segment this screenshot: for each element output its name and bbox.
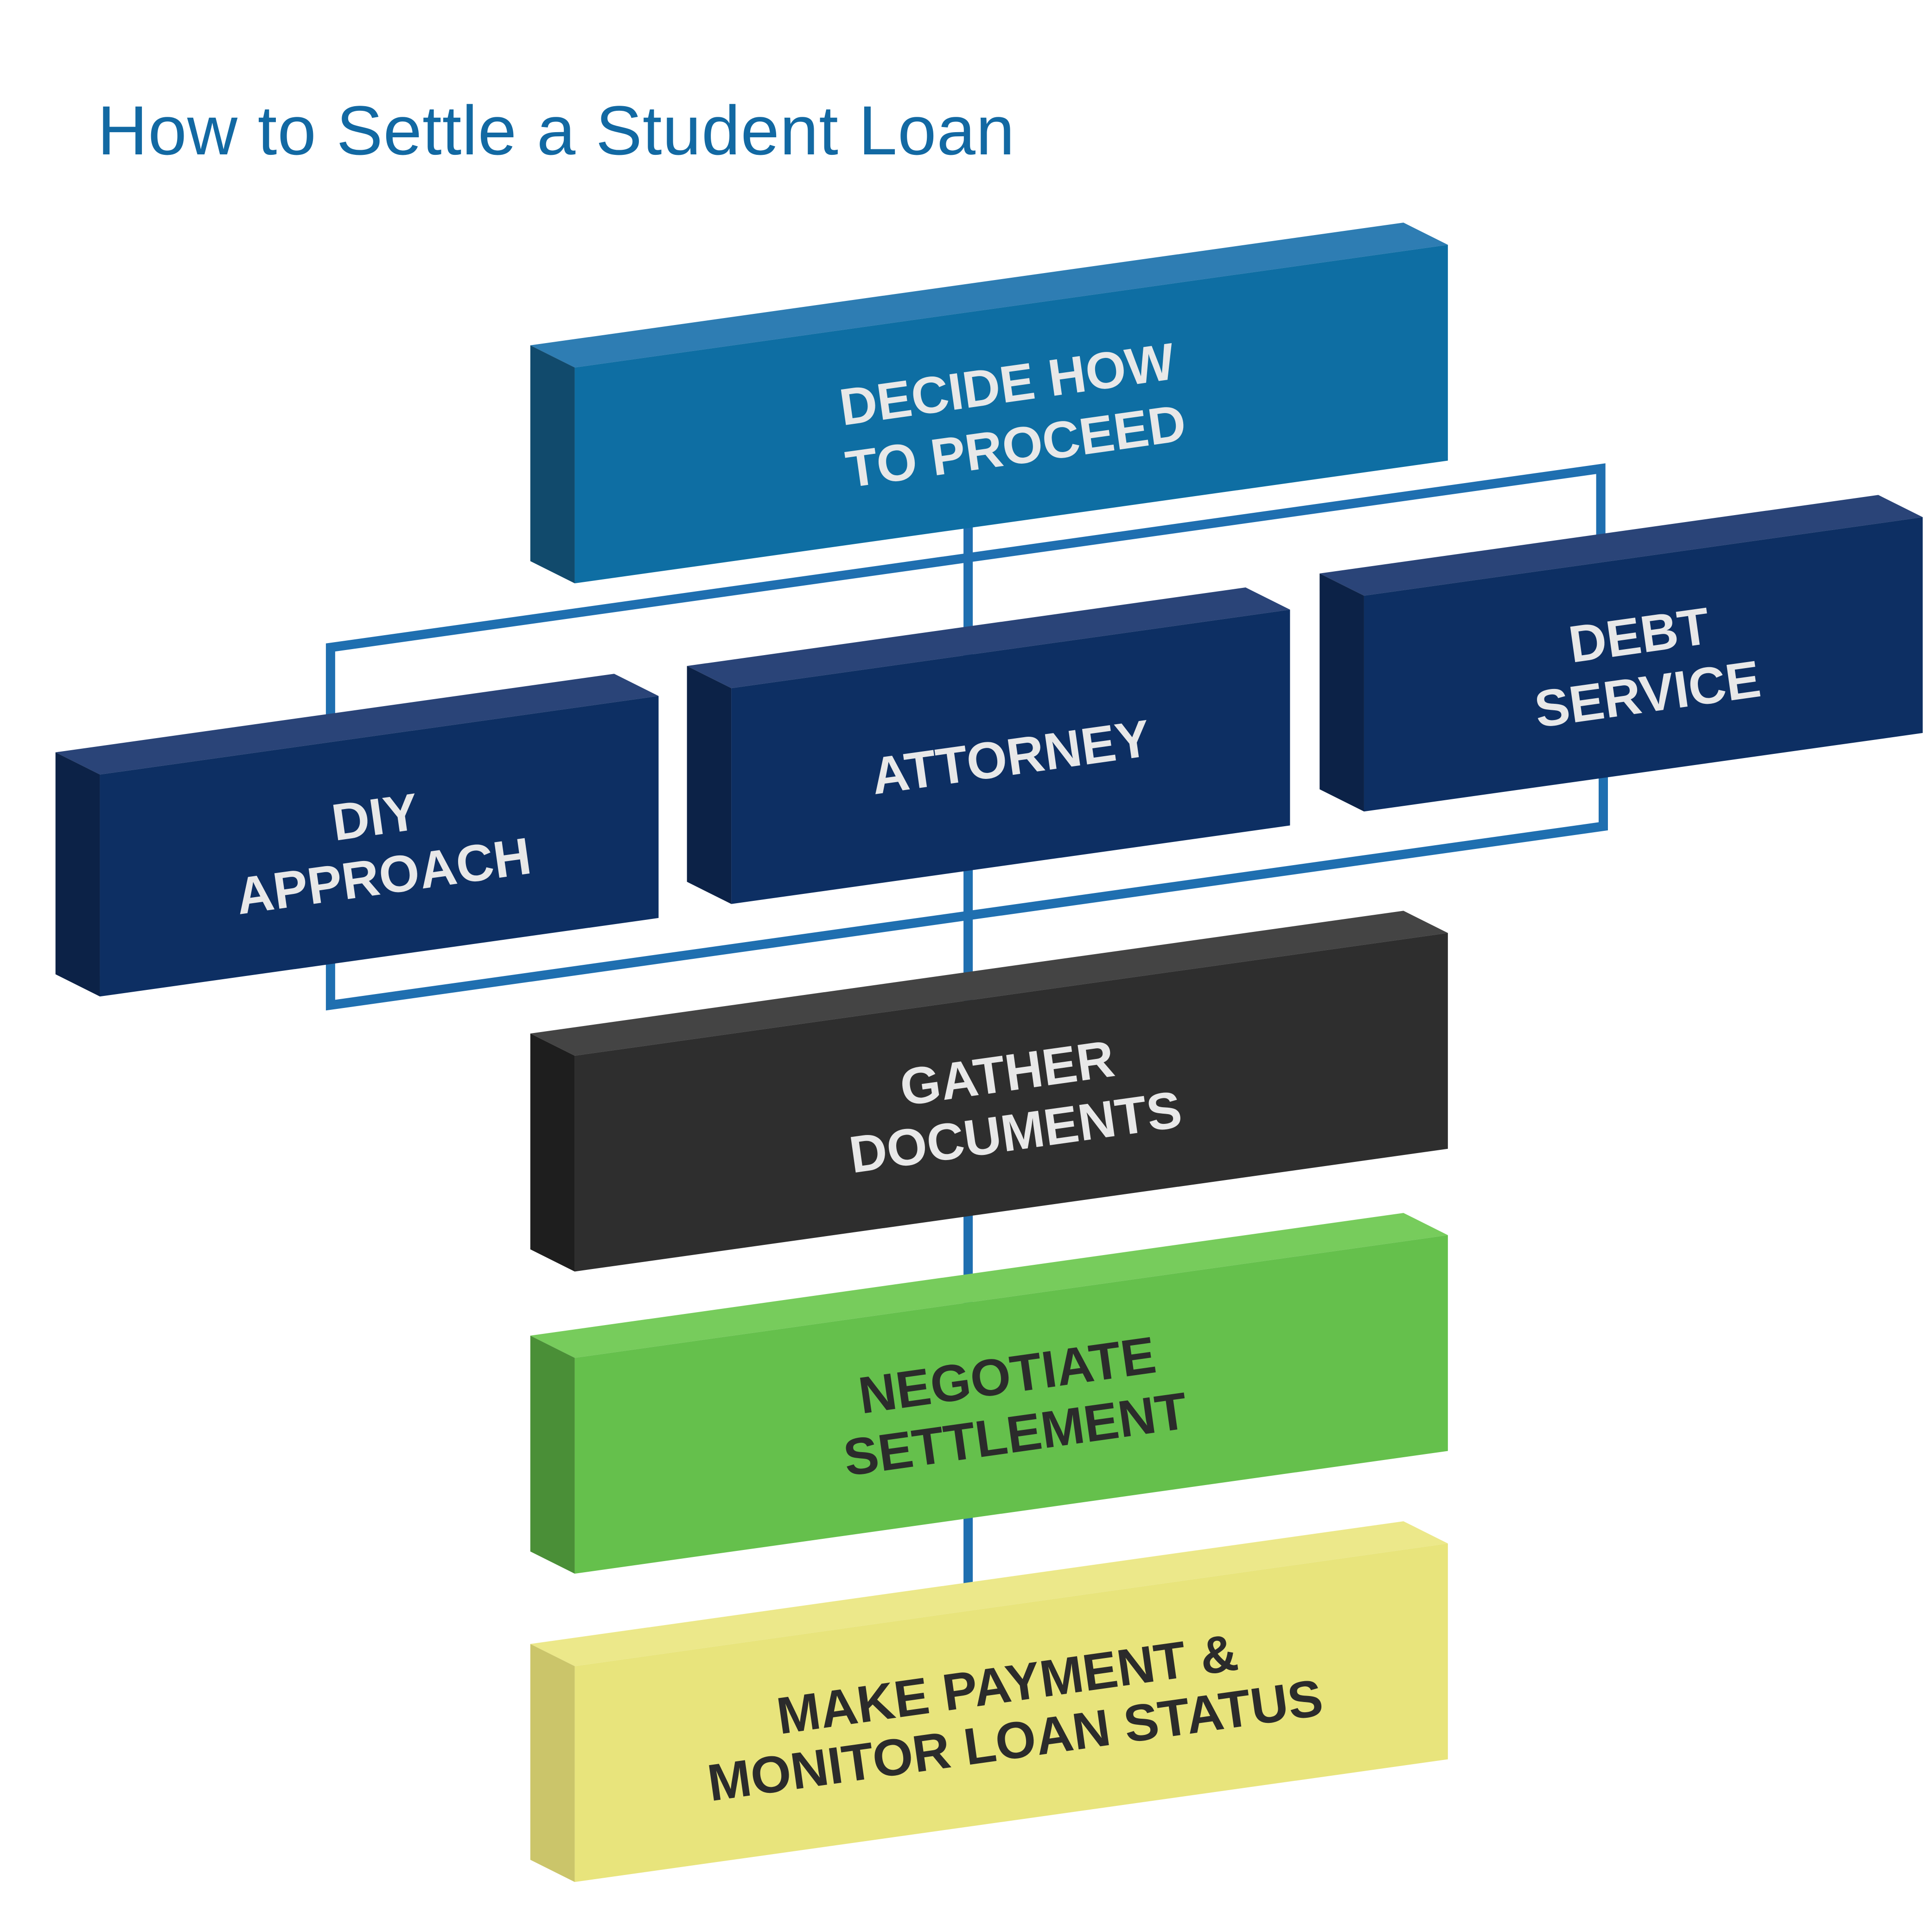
connector-branch-bottom — [325, 758, 1608, 1011]
step-decide: DECIDE HOWTO PROCEED — [530, 223, 1448, 584]
step-negotiate: NEGOTIATESETTLEMENT — [530, 1213, 1448, 1574]
box-front-face — [574, 933, 1448, 1272]
step-gather: GATHERDOCUMENTS — [530, 911, 1448, 1272]
box-front-face — [574, 1235, 1448, 1574]
box-front-face — [100, 696, 659, 997]
step-debt: DEBTSERVICE — [1320, 495, 1923, 812]
box-top-face — [55, 674, 659, 775]
step-payment: MAKE PAYMENT &MONITOR LOAN STATUS — [530, 1521, 1448, 1882]
box-top-face — [530, 1521, 1448, 1666]
connector-branch-top — [325, 463, 1606, 728]
box-top-face — [530, 911, 1448, 1056]
box-side-face — [530, 1033, 575, 1272]
box-top-face — [1320, 495, 1923, 596]
box-side-face — [1320, 573, 1364, 812]
box-side-face — [530, 345, 575, 584]
box-side-face — [687, 666, 732, 904]
box-top-face — [530, 223, 1448, 368]
step-label-line: DIY — [328, 782, 422, 852]
step-diy: DIYAPPROACH — [55, 674, 659, 997]
box-front-face — [1364, 517, 1923, 812]
steps: DECIDE HOWTO PROCEEDDIYAPPROACHATTORNEYD… — [55, 223, 1923, 1882]
box-front-face — [574, 1543, 1448, 1882]
box-side-face — [530, 1335, 575, 1574]
step-attorney: ATTORNEY — [687, 587, 1290, 904]
diagram-title: How to Settle a Student Loan — [97, 91, 1015, 169]
box-top-face — [687, 587, 1290, 689]
box-side-face — [55, 752, 100, 997]
box-top-face — [530, 1213, 1448, 1358]
box-front-face — [574, 245, 1448, 584]
box-side-face — [530, 1644, 575, 1882]
box-front-face — [731, 609, 1290, 904]
